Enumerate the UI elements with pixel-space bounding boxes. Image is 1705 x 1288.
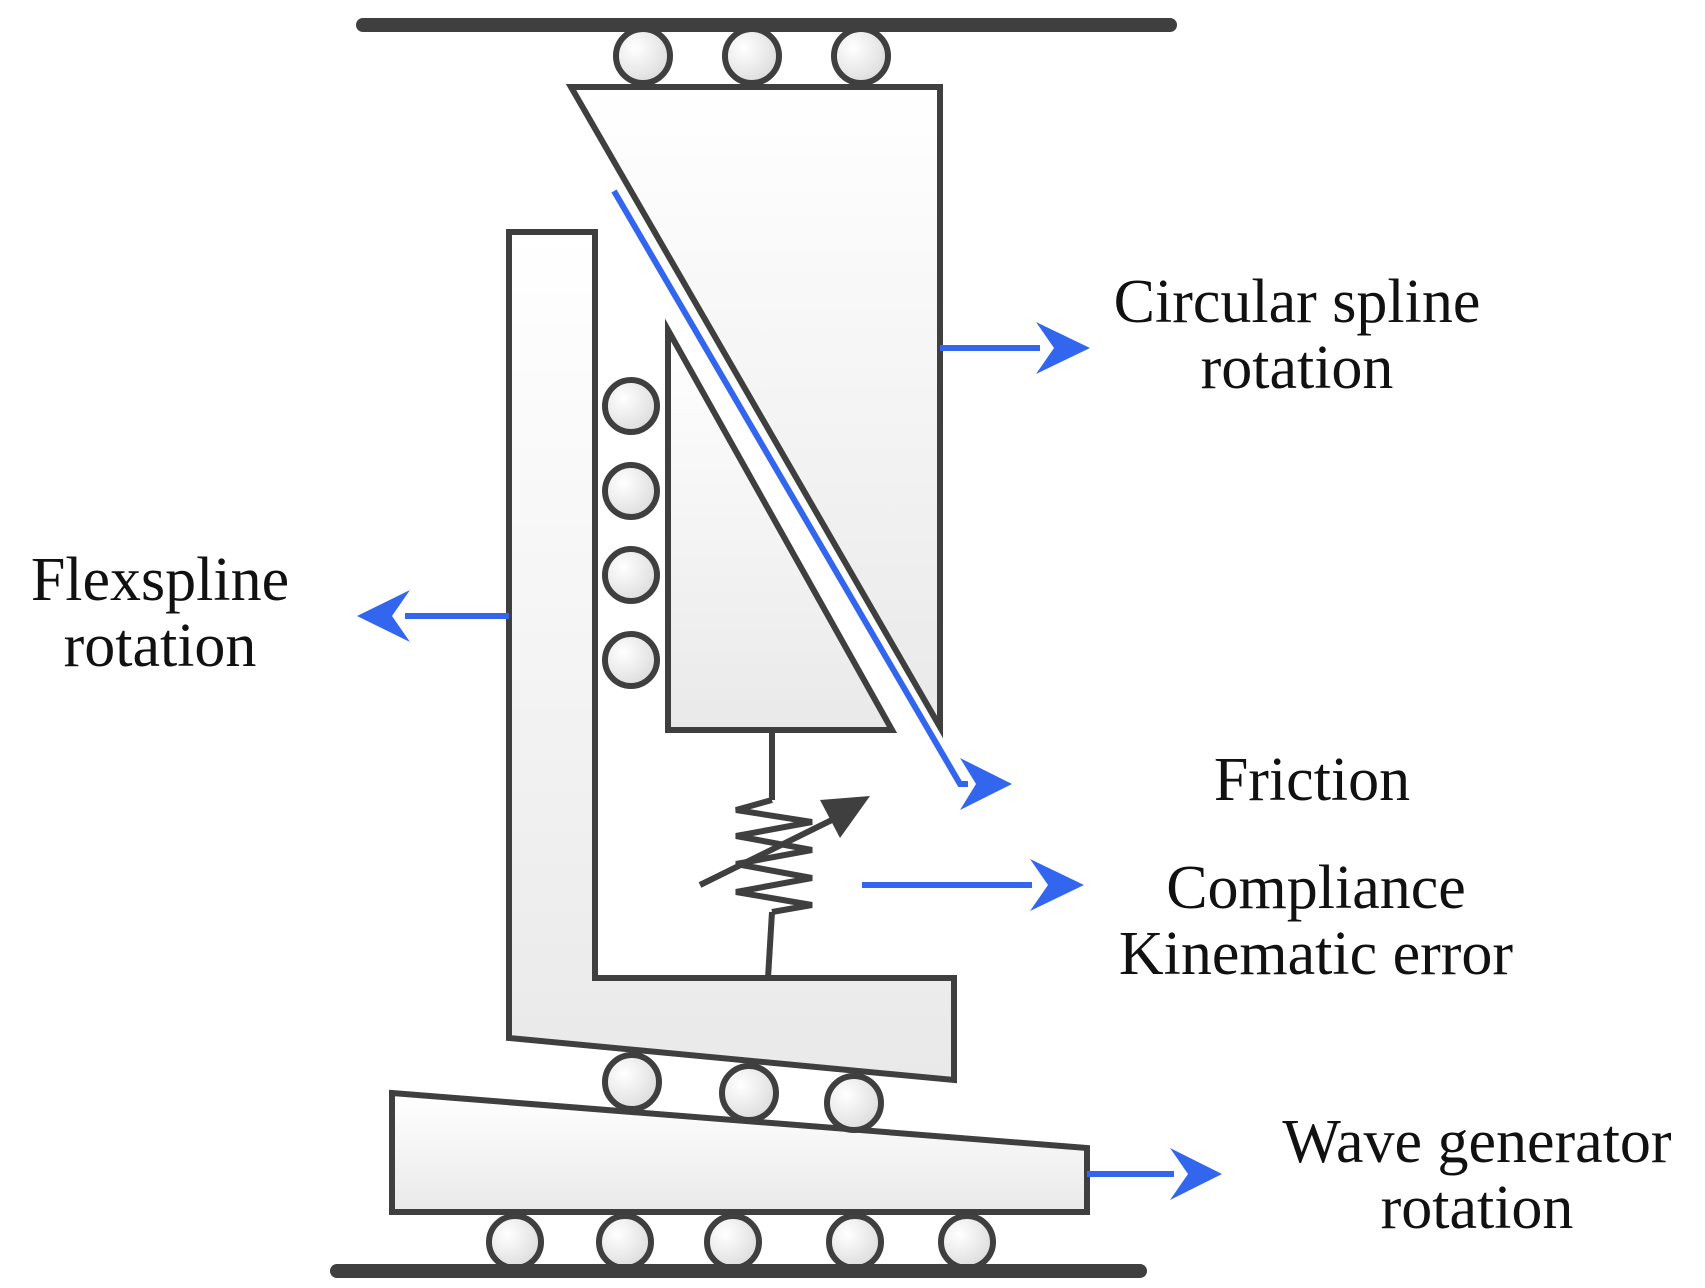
spring-icon (735, 730, 813, 979)
roller-icon (602, 546, 660, 604)
roller-icon (722, 26, 782, 86)
compliance-label: Compliance (1166, 854, 1466, 922)
roller-icon (826, 1213, 884, 1271)
roller-icon (719, 1063, 779, 1123)
middle-rollers (602, 1052, 884, 1133)
top-rollers (613, 26, 891, 86)
flexspline-label-line1: Flexspline (31, 546, 289, 614)
roller-icon (602, 377, 660, 435)
bottom-rollers (486, 1213, 996, 1271)
roller-icon (596, 1213, 654, 1271)
roller-icon (486, 1213, 544, 1271)
side-rollers (602, 377, 660, 689)
flexspline-body (506, 229, 957, 1084)
compliance-arrow (862, 859, 1084, 911)
flexspline-rotation-arrow (357, 590, 509, 642)
circular-spline-label-line1: Circular spline (1114, 268, 1481, 336)
circular-spline-label-line2: rotation (1201, 334, 1394, 402)
roller-icon (602, 462, 660, 520)
roller-icon (824, 1073, 884, 1133)
roller-icon (704, 1213, 762, 1271)
roller-icon (831, 26, 891, 86)
kinematic-error-label: Kinematic error (1119, 920, 1514, 988)
roller-icon (602, 1052, 662, 1112)
roller-icon (938, 1213, 996, 1271)
wave-generator-rotation-arrow (1087, 1148, 1222, 1200)
circular-spline-wedge (565, 84, 943, 739)
flexspline-tooth-wedge (665, 318, 898, 733)
roller-icon (602, 631, 660, 689)
friction-arrow (611, 189, 1012, 810)
friction-label: Friction (1214, 746, 1410, 814)
flexspline-label-line2: rotation (64, 612, 257, 680)
wave-generator-label-line1: Wave generator (1282, 1108, 1672, 1176)
circular-spline-rotation-arrow (940, 322, 1090, 374)
variable-stiffness-arrow-icon (698, 796, 870, 888)
roller-icon (613, 26, 673, 86)
wave-generator-label-line2: rotation (1381, 1174, 1574, 1242)
